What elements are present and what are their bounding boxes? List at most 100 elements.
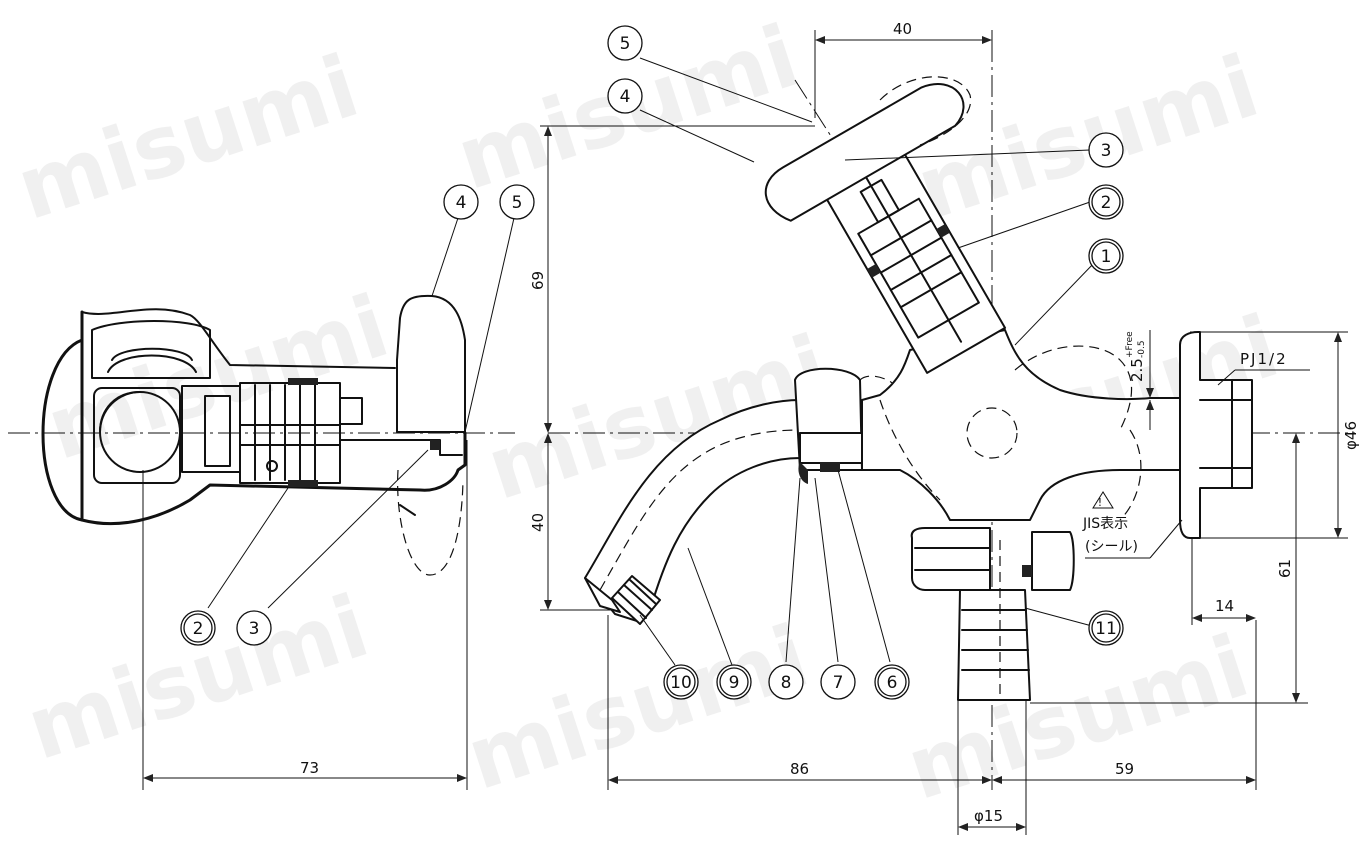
- body-bore-phantom: [966, 407, 1018, 459]
- dim-spout-reach: 86: [790, 760, 809, 778]
- dim-hose-dia: φ15: [974, 807, 1003, 825]
- union-oring: [820, 462, 840, 472]
- union-collar: [799, 432, 865, 464]
- warning-triangle-icon: [1092, 491, 1114, 509]
- leader-3-left: [267, 449, 429, 609]
- svg-text:10: 10: [670, 673, 692, 693]
- right-view: 40 69 40 86 59 φ15 φ46 14: [529, 20, 1359, 835]
- balloon-8-right: 8: [768, 664, 804, 700]
- left-seal-bottom: [288, 480, 318, 487]
- spout-nozzle: [611, 575, 661, 625]
- thread-outlet: [1179, 331, 1253, 539]
- jis-label: JIS表示: [1082, 516, 1128, 532]
- balloon-2-left: 2: [180, 610, 216, 646]
- dim-body-to-thread: 59: [1115, 760, 1134, 778]
- svg-text:5: 5: [512, 193, 523, 213]
- leader-5-left: [464, 217, 515, 433]
- left-view: 73 4 5 2 3: [8, 184, 535, 790]
- balloon-4-right: 4: [607, 78, 643, 114]
- left-outlet-pipe: [339, 439, 463, 456]
- body-phantom: [879, 399, 941, 501]
- dim-thread-len: 14: [1215, 597, 1234, 615]
- jis-sub-label: (シール): [1085, 539, 1138, 555]
- watermark: misumi: [906, 37, 1270, 240]
- right-handle-assembly: [764, 83, 1007, 374]
- left-washer: [430, 440, 440, 450]
- watermark: misumi: [16, 577, 380, 780]
- leader-2-right: [957, 201, 1091, 249]
- leader-jis: [1149, 519, 1183, 559]
- balloon-11-right: 11: [1088, 610, 1124, 646]
- leader-4-left: [431, 217, 459, 297]
- watermark: misumi: [6, 37, 370, 240]
- balloon-3-right: 3: [1088, 132, 1124, 168]
- leader-4-right: [639, 109, 755, 163]
- leader-11-right: [1024, 607, 1093, 627]
- svg-text:3: 3: [249, 619, 260, 639]
- spout-bore: [599, 429, 801, 591]
- balloon-1-right: 1: [1088, 238, 1124, 274]
- svg-text:4: 4: [620, 87, 631, 107]
- left-body-outline: [80, 310, 467, 526]
- dim-top-width: 40: [893, 20, 912, 38]
- dim-outlet-height: 61: [1276, 559, 1294, 578]
- balloon-9-right: 9: [716, 664, 752, 700]
- dim-left-width: 73: [300, 759, 319, 777]
- svg-text:3: 3: [1101, 141, 1112, 161]
- dim-upper-height: 69: [529, 271, 547, 290]
- hose-nut: [910, 527, 991, 591]
- balloon-4-left: 4: [443, 184, 479, 220]
- body-phantom-lever: [1014, 345, 1133, 431]
- svg-text:5: 5: [620, 34, 631, 54]
- leader-thread: [1217, 369, 1236, 386]
- svg-text:11: 11: [1095, 619, 1117, 639]
- hose-oring: [1022, 565, 1032, 577]
- watermark: misumi: [456, 607, 820, 810]
- warning-mark: !: [1098, 496, 1102, 509]
- left-handle-phantom: [397, 469, 464, 576]
- left-body-lower-edge: [399, 504, 416, 516]
- leader-5-right: [639, 57, 813, 123]
- balloon-7-right: 7: [820, 664, 856, 700]
- watermark: misumi: [36, 277, 400, 480]
- svg-text:1: 1: [1101, 247, 1112, 267]
- svg-text:7: 7: [833, 673, 844, 693]
- dim-lower-height: 40: [529, 513, 547, 532]
- hose-barb: [957, 589, 1031, 701]
- watermark: misumi: [896, 617, 1260, 820]
- hose-barb-ribs: [961, 609, 1030, 671]
- right-valve-body: [861, 329, 1181, 521]
- left-handle: [396, 294, 466, 433]
- svg-text:4: 4: [456, 193, 467, 213]
- dim-clearance-group: 2.5 +Free -0.5: [1125, 331, 1147, 382]
- leader-6-right: [837, 469, 891, 663]
- union-clip: [798, 462, 808, 484]
- svg-text:6: 6: [887, 673, 898, 693]
- left-nut-arc: [107, 354, 197, 373]
- dim-outer-dia: φ46: [1342, 421, 1359, 450]
- hose-nut-right: [1031, 531, 1075, 591]
- left-nut: [339, 397, 363, 425]
- left-nut-arc: [111, 347, 193, 361]
- handle-internals: [857, 176, 980, 343]
- balloon-3-left: 3: [236, 610, 272, 646]
- leader-2-left: [207, 487, 289, 609]
- spout-tip: [584, 577, 621, 613]
- leader-10-right: [639, 614, 676, 666]
- left-cartridge-rings: [239, 384, 341, 481]
- leader-7-right: [814, 477, 839, 663]
- handle-phantom: [879, 76, 972, 146]
- svg-text:8: 8: [781, 673, 792, 693]
- thread-label: PJ1/2: [1240, 350, 1288, 368]
- leader-8-right: [785, 477, 801, 663]
- left-union-nut: [91, 320, 211, 379]
- dim-clearance: 2.5: [1128, 358, 1146, 382]
- svg-text:9: 9: [729, 673, 740, 693]
- body-phantom: [1119, 429, 1142, 521]
- left-body-top: [81, 308, 396, 369]
- left-spindle: [204, 395, 231, 467]
- svg-text:2: 2: [193, 619, 204, 639]
- right-handle-lever: [764, 83, 965, 222]
